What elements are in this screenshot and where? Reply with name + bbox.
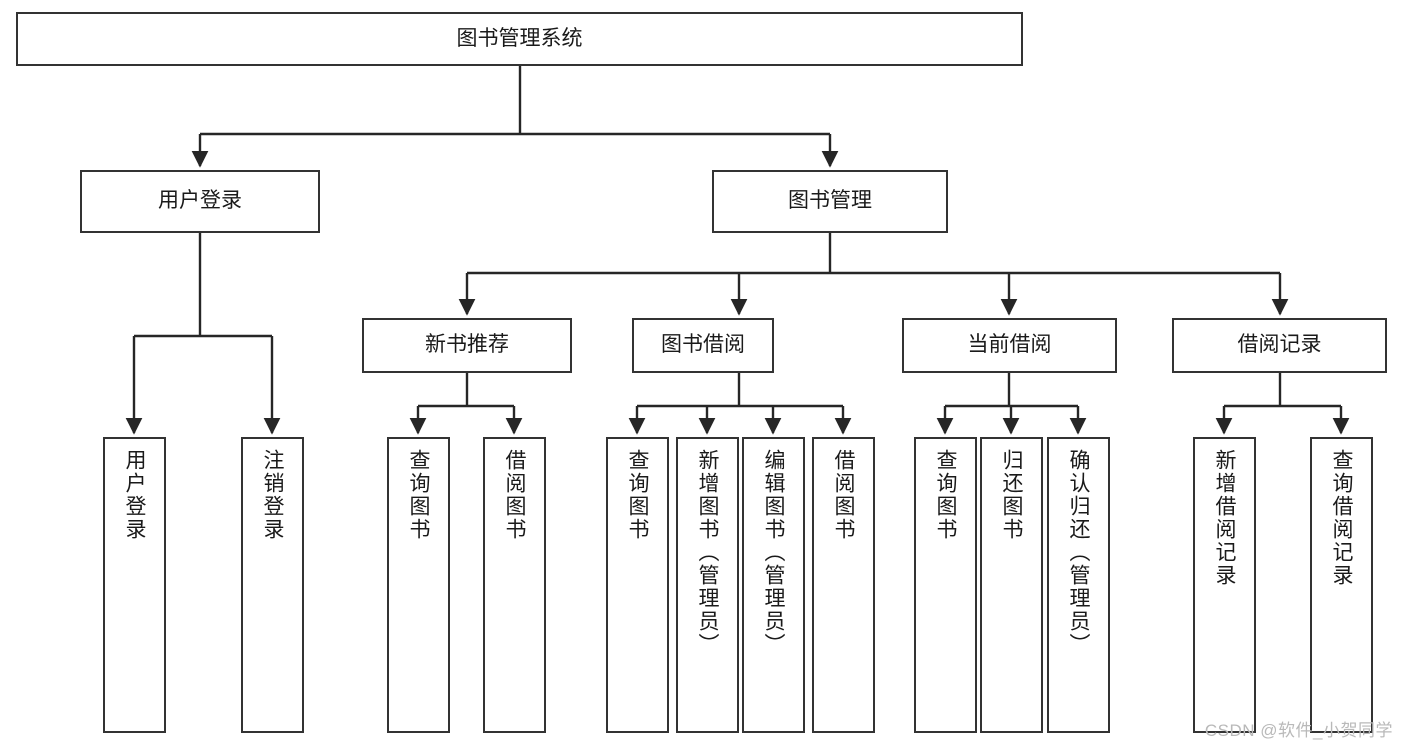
node-new-book-recommend[interactable]: 新书推荐: [362, 318, 572, 373]
node-book-management-label: 图书管理: [788, 189, 872, 213]
leaf-borrow-add-book-admin[interactable]: 新增图书（管理员）: [676, 437, 739, 733]
node-root-label: 图书管理系统: [456, 26, 583, 50]
leaf-record-query-label: 查询借阅记录: [1330, 449, 1353, 587]
node-current-borrow-label: 当前借阅: [967, 333, 1052, 357]
leaf-user-login-signin[interactable]: 用户登录: [103, 437, 166, 733]
leaf-record-add[interactable]: 新增借阅记录: [1193, 437, 1256, 733]
leaf-new-book-borrow-label: 借阅图书: [503, 449, 526, 541]
leaf-user-login-signout[interactable]: 注销登录: [241, 437, 304, 733]
node-book-borrow-label: 图书借阅: [661, 333, 745, 357]
leaf-record-query[interactable]: 查询借阅记录: [1310, 437, 1373, 733]
node-book-management[interactable]: 图书管理: [712, 170, 948, 233]
leaf-borrow-edit-book-admin-label: 编辑图书（管理员）: [762, 449, 785, 656]
leaf-borrow-edit-book-admin[interactable]: 编辑图书（管理员）: [742, 437, 805, 733]
leaf-current-confirm-return-admin[interactable]: 确认归还（管理员）: [1047, 437, 1110, 733]
node-new-book-recommend-label: 新书推荐: [425, 333, 509, 357]
node-user-login[interactable]: 用户登录: [80, 170, 320, 233]
leaf-borrow-add-book-admin-label: 新增图书（管理员）: [696, 449, 719, 656]
leaf-new-book-borrow[interactable]: 借阅图书: [483, 437, 546, 733]
leaf-borrow-borrow-book[interactable]: 借阅图书: [812, 437, 875, 733]
node-borrow-record[interactable]: 借阅记录: [1172, 318, 1387, 373]
node-borrow-record-label: 借阅记录: [1237, 333, 1322, 357]
leaf-user-login-signin-label: 用户登录: [123, 449, 146, 541]
leaf-record-add-label: 新增借阅记录: [1213, 449, 1236, 587]
node-root[interactable]: 图书管理系统: [16, 12, 1023, 66]
leaf-new-book-query[interactable]: 查询图书: [387, 437, 450, 733]
leaf-current-query-book-label: 查询图书: [934, 449, 957, 541]
leaf-new-book-query-label: 查询图书: [407, 449, 430, 541]
leaf-borrow-query-book[interactable]: 查询图书: [606, 437, 669, 733]
leaf-borrow-borrow-book-label: 借阅图书: [832, 449, 855, 541]
leaf-current-query-book[interactable]: 查询图书: [914, 437, 977, 733]
leaf-current-confirm-return-admin-label: 确认归还（管理员）: [1067, 449, 1090, 656]
leaf-current-return-book-label: 归还图书: [1000, 449, 1023, 541]
leaf-current-return-book[interactable]: 归还图书: [980, 437, 1043, 733]
node-user-login-label: 用户登录: [158, 189, 242, 213]
node-book-borrow[interactable]: 图书借阅: [632, 318, 774, 373]
leaf-borrow-query-book-label: 查询图书: [626, 449, 649, 541]
leaf-user-login-signout-label: 注销登录: [261, 449, 284, 541]
node-current-borrow[interactable]: 当前借阅: [902, 318, 1117, 373]
